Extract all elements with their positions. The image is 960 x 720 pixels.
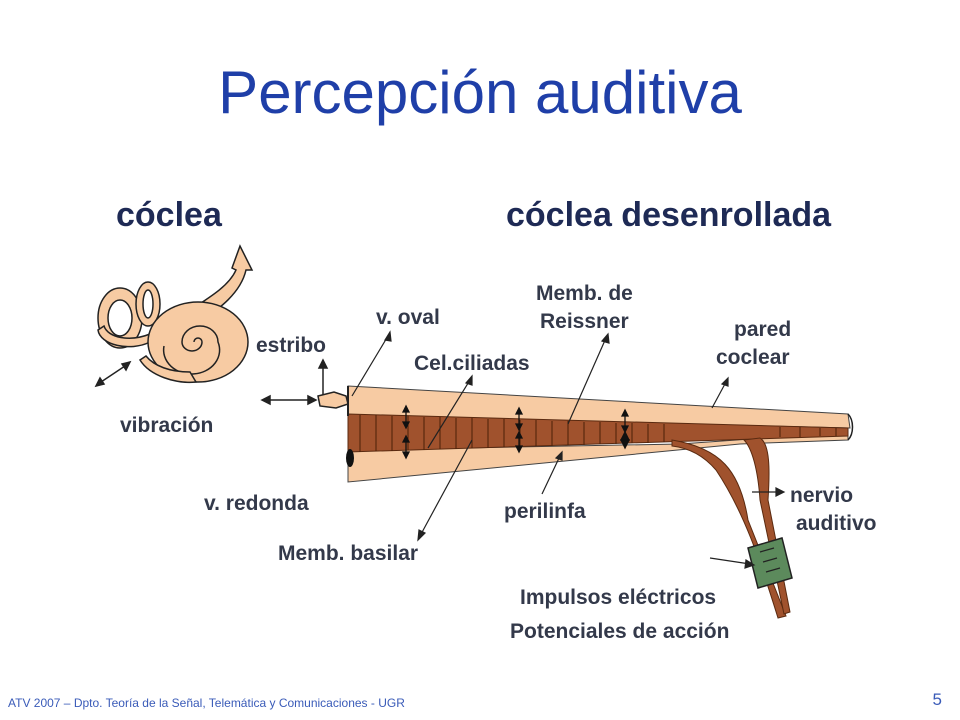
membrane-arrows (401, 404, 631, 460)
label-pared-line2: coclear (716, 346, 790, 369)
page-number: 5 (932, 690, 942, 709)
label-potenciales: Potenciales de acción (510, 620, 730, 643)
cochlea-base (138, 354, 198, 384)
semicircular-canal-2-inner (142, 289, 154, 319)
round-window (346, 449, 354, 467)
label-memb-basilar: Memb. basilar (278, 542, 419, 565)
label-impulsos: Impulsos eléctricos (520, 586, 717, 609)
cochlea-illustration (97, 244, 254, 384)
label-nervio-line1: nervio (790, 484, 854, 507)
label-cel-ciliadas: Cel.ciliadas (414, 352, 530, 375)
semicircular-canal-1-inner (107, 299, 133, 337)
label-memb-reissner-line1: Memb. de (536, 282, 633, 305)
label-v-redonda: v. redonda (204, 492, 309, 515)
label-memb-reissner-line2: Reissner (540, 310, 629, 333)
label-nervio-line2: auditivo (796, 512, 877, 535)
page-title: Percepción auditiva (218, 59, 742, 126)
label-pared-line1: pared (734, 318, 792, 341)
basilar-membrane-band (347, 413, 849, 453)
stapes-bone (317, 391, 349, 409)
pointer-lines (351, 330, 786, 569)
helicotrema-end (847, 413, 854, 441)
electrode-probe (747, 537, 793, 589)
label-v-oval: v. oval (376, 306, 440, 329)
stapes-vibration-arrow (260, 394, 318, 406)
cochlea-snail (147, 301, 249, 383)
label-perilinfa: perilinfa (504, 500, 586, 523)
footer-credit: ATV 2007 – Dpto. Teoría de la Señal, Tel… (8, 696, 405, 710)
label-vibracion: vibración (120, 414, 214, 437)
heading-coclea: cóclea (116, 196, 222, 234)
membrane-fibres (359, 415, 837, 452)
label-estribo: estribo (256, 334, 327, 357)
heading-coclea-desenrollada: cóclea desenrollada (506, 196, 832, 234)
vibration-arrow (94, 360, 132, 388)
